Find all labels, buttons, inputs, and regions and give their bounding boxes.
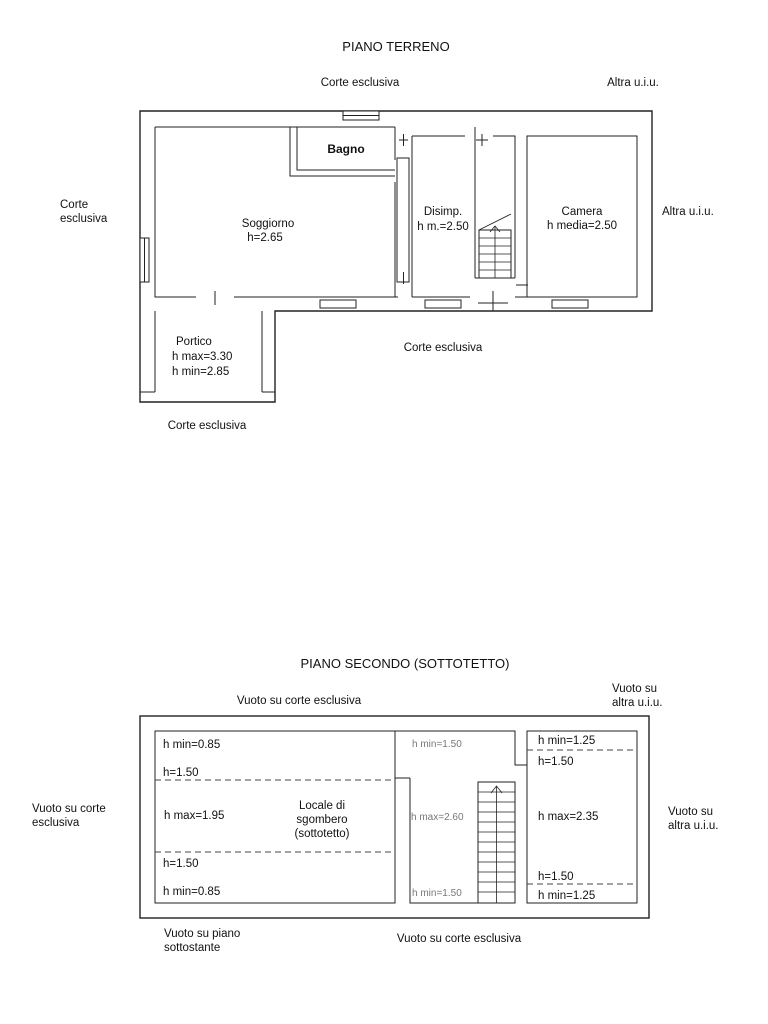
stair-hmin-bottom: h min=1.50 [412,888,462,899]
ground-floor-openings [139,110,589,311]
right-hmax: h max=2.35 [538,811,598,823]
locale-label-3: (sottotetto) [295,828,350,840]
room-portico-hmin: h min=2.85 [172,366,229,378]
second-top-right-label-1: Vuoto su [612,683,657,695]
second-bottom-left-label-1: Vuoto su piano [164,928,240,940]
room-portico-hmax: h max=3.30 [172,351,232,363]
left-hmin-top: h min=0.85 [163,739,220,751]
second-right-label-1: Vuoto su [668,806,713,818]
room-camera-height: h media=2.50 [547,220,617,232]
second-floor-walls [139,715,650,919]
stair-hmax: h max=2.60 [411,812,464,823]
ground-right-label: Altra u.i.u. [662,206,714,218]
right-h150-top: h=1.50 [538,756,574,768]
left-hmax: h max=1.95 [164,810,224,822]
ground-bottom-label: Corte esclusiva [168,420,247,432]
room-soggiorno-height: h=2.65 [247,232,283,244]
room-bagno-label: Bagno [327,142,364,156]
ground-top-label: Corte esclusiva [321,77,400,89]
second-height-lines [155,749,637,885]
ground-mid-bottom-label: Corte esclusiva [404,342,483,354]
ground-left-label-2: esclusiva [60,213,108,225]
ground-left-label-1: Corte [60,199,88,211]
second-right-label-2: altra u.i.u. [668,820,719,832]
ground-staircase [478,213,512,279]
second-left-label-2: esclusiva [32,817,80,829]
room-disimp-height: h m.=2.50 [417,221,468,233]
second-top-right-label-2: altra u.i.u. [612,697,663,709]
second-floor-title: PIANO SECONDO (SOTTOTETTO) [301,656,510,671]
second-bottom-left-label-2: sottostante [164,942,220,954]
left-h150-top: h=1.50 [163,767,199,779]
second-staircase [477,781,516,904]
stair-hmin-top: h min=1.50 [412,739,462,750]
ground-floor-title: PIANO TERRENO [342,39,449,54]
room-camera-label: Camera [562,206,604,218]
right-hmin-bottom: h min=1.25 [538,890,595,902]
room-soggiorno-label: Soggiorno [242,218,294,230]
right-hmin-top: h min=1.25 [538,735,595,747]
ground-floor-walls [139,110,653,403]
second-left-label-1: Vuoto su corte [32,803,106,815]
left-hmin-bottom: h min=0.85 [163,886,220,898]
ground-top-right-label: Altra u.i.u. [607,77,659,89]
locale-label-2: sgombero [296,814,347,826]
second-top-label: Vuoto su corte esclusiva [237,695,362,707]
second-bottom-mid-label: Vuoto su corte esclusiva [397,933,522,945]
room-disimp-label: Disimp. [424,206,462,218]
room-portico-label: Portico [176,336,212,348]
left-h150-bottom: h=1.50 [163,858,199,870]
right-h150-bottom: h=1.50 [538,871,574,883]
locale-label-1: Locale di [299,800,345,812]
